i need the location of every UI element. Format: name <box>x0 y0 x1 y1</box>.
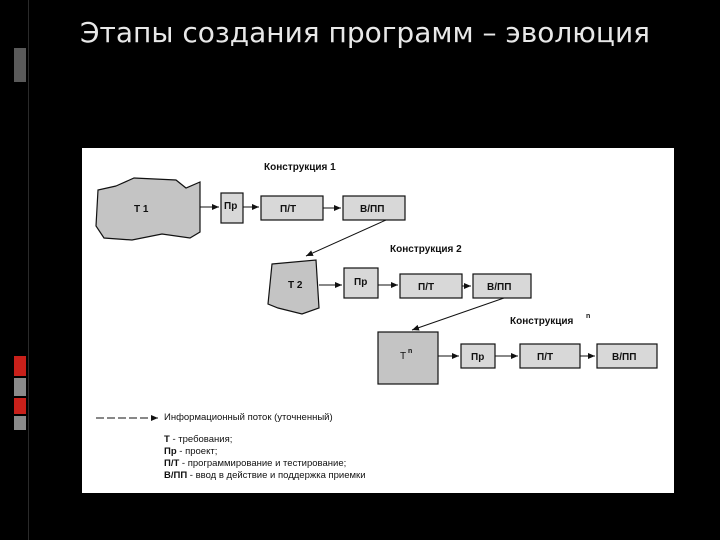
info-flow-arrow <box>411 297 505 331</box>
left-decor-strip <box>0 0 29 540</box>
stage-t2-shape <box>267 259 320 315</box>
stage-t1-shape <box>95 177 201 241</box>
strip-block-red <box>14 398 26 414</box>
slide-title: Этапы создания программ – эволюция <box>80 16 650 49</box>
stage-t2-label: Т 2 <box>288 280 303 291</box>
strip-block-gray <box>14 378 26 396</box>
box-c2-pr <box>343 267 379 299</box>
strip-block-gray <box>14 48 26 82</box>
box-c1-pt <box>260 195 324 221</box>
stage-tn-label: Т <box>400 351 406 362</box>
legend-abbr: Пр <box>164 446 177 457</box>
legend-abbr: Т <box>164 434 170 445</box>
box-c2-vpp <box>472 273 532 299</box>
box-cn-pr <box>460 343 496 369</box>
stage-t1-label: Т 1 <box>134 204 149 215</box>
legend-desc: - проект; <box>176 446 218 457</box>
diagram-canvas: Конструкция 1 Т 1 Пр П/Т В/ПП Конструкци… <box>95 162 658 421</box>
strip-block-red <box>14 356 26 376</box>
box-cn-pt-label: П/Т <box>537 352 553 363</box>
legend-abbr: П/Т <box>164 458 180 469</box>
box-c1-vpp-label: В/ПП <box>360 204 384 215</box>
box-cn-vpp-label: В/ПП <box>612 352 636 363</box>
legend-item: Т - требования; <box>164 434 232 445</box>
stage-tn-sup: n <box>408 348 412 355</box>
construction-n-sup: n <box>586 313 590 320</box>
box-c1-vpp <box>342 195 406 221</box>
stage-tn-shape <box>377 331 439 385</box>
box-c1-pt-label: П/Т <box>280 204 296 215</box>
legend-item: П/Т - программирование и тестирование; <box>164 458 346 469</box>
box-c2-vpp-label: В/ПП <box>487 282 511 293</box>
strip-block-gray <box>14 416 26 430</box>
evolution-diagram: Конструкция 1 Т 1 Пр П/Т В/ПП Конструкци… <box>82 148 674 493</box>
box-c2-pt-label: П/Т <box>418 282 434 293</box>
construction-2-title: Конструкция 2 <box>390 244 462 255</box>
legend-flow: Информационный поток (уточненный) <box>164 412 333 423</box>
legend-abbr: В/ПП <box>164 470 188 481</box>
box-c2-pr-label: Пр <box>354 277 367 288</box>
box-cn-pt <box>519 343 581 369</box>
box-cn-pr-label: Пр <box>471 352 484 363</box>
legend-desc: - требования; <box>169 434 233 445</box>
legend-item: Пр - проект; <box>164 446 217 457</box>
legend-desc: - программирование и тестирование; <box>179 458 347 469</box>
construction-1-title: Конструкция 1 <box>264 162 336 173</box>
legend-desc: - ввод в действие и поддержка приемки <box>187 470 366 481</box>
legend-item: В/ПП - ввод в действие и поддержка прием… <box>164 470 366 481</box>
construction-n-title: Конструкция <box>510 316 574 327</box>
box-c1-pr <box>220 192 244 224</box>
box-cn-vpp <box>596 343 658 369</box>
info-flow-arrow <box>305 219 387 257</box>
box-c1-pr-label: Пр <box>224 201 237 212</box>
